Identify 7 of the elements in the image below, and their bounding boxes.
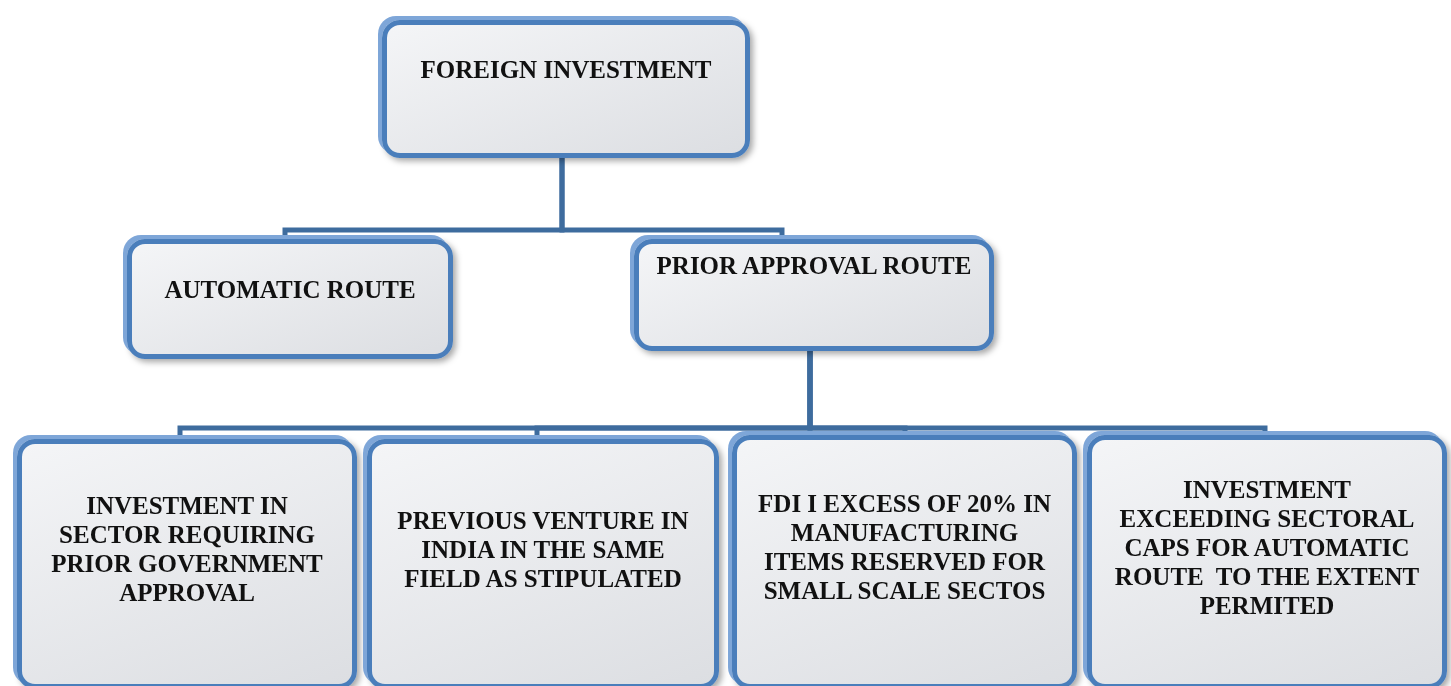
box-label: AUTOMATIC ROUTE: [164, 274, 416, 304]
box-label: INVESTMENT IN SECTOR REQUIRING PRIOR GOVERNMENT APPROVAL: [50, 491, 324, 607]
box-label: PRIOR APPROVAL ROUTE: [656, 250, 972, 280]
box-label: FOREIGN INVESTMENT: [420, 54, 712, 84]
box-label: INVESTMENT EXCEEDING SECTORAL CAPS FOR AUTOMATIC ROUTE TO THE EXTENT PERMITED: [1113, 474, 1421, 620]
box-label: FDI I EXCESS OF 20% IN MANUFACTURING ITEMS RESERVED FOR SMALL SCALE SECTOS: [757, 489, 1052, 605]
box-label: PREVIOUS VENTURE IN INDIA IN THE SAME FIELD AS STIPULATED: [396, 505, 690, 593]
